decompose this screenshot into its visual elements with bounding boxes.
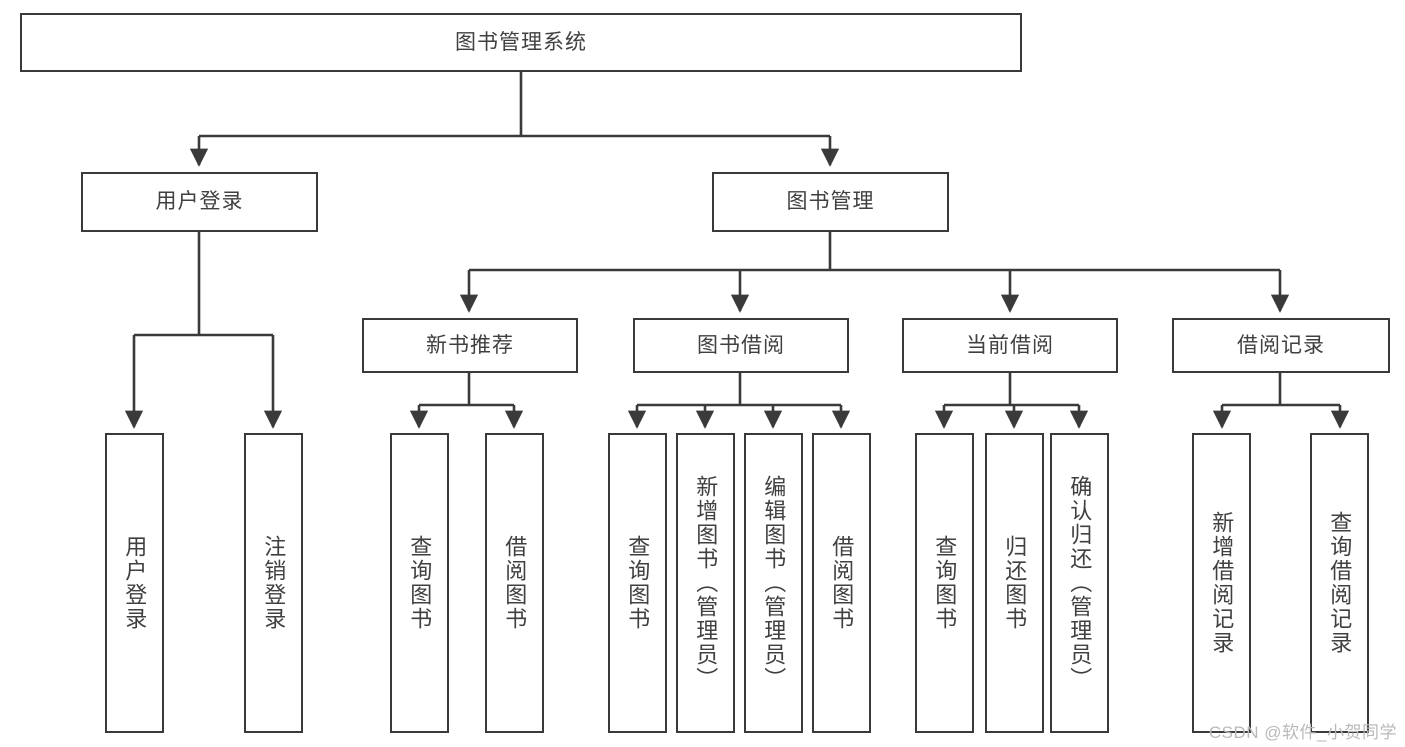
node-label: 图书管理系统 [455,30,587,54]
node-label: 用户登录 [122,535,148,631]
node-label: 编辑图书（管理员） [761,475,787,691]
node-new-book-recommend[interactable]: 新书推荐 [362,318,578,373]
node-label: 用户登录 [155,190,244,214]
node-leaf-confirm-return[interactable]: 确认归还（管理员） [1050,433,1109,733]
node-label: 新增借阅记录 [1209,511,1235,655]
node-book-borrow[interactable]: 图书借阅 [633,318,849,373]
node-leaf-borrow-book-2[interactable]: 借阅图书 [812,433,871,733]
node-label: 查询图书 [932,535,958,631]
node-leaf-query-book-1[interactable]: 查询图书 [390,433,449,733]
node-leaf-add-book[interactable]: 新增图书（管理员） [676,433,735,733]
node-leaf-user-logout[interactable]: 注销登录 [244,433,303,733]
node-leaf-query-record[interactable]: 查询借阅记录 [1310,433,1369,733]
node-label: 新书推荐 [426,333,514,357]
node-user-login[interactable]: 用户登录 [81,172,318,232]
node-label: 借阅图书 [502,535,528,631]
node-leaf-add-record[interactable]: 新增借阅记录 [1192,433,1251,733]
node-label: 查询借阅记录 [1327,511,1353,655]
node-leaf-query-book-3[interactable]: 查询图书 [915,433,974,733]
node-label: 借阅图书 [829,535,855,631]
node-label: 查询图书 [625,535,651,631]
node-label: 归还图书 [1002,535,1028,631]
node-borrow-record[interactable]: 借阅记录 [1172,318,1390,373]
node-leaf-query-book-2[interactable]: 查询图书 [608,433,667,733]
node-label: 注销登录 [261,535,287,631]
node-label: 查询图书 [407,535,433,631]
node-leaf-return-book[interactable]: 归还图书 [985,433,1044,733]
node-root-system[interactable]: 图书管理系统 [20,13,1022,72]
node-label: 图书管理 [786,190,875,214]
node-label: 确认归还（管理员） [1067,475,1093,691]
node-label: 图书借阅 [697,333,785,357]
node-label: 借阅记录 [1237,333,1325,357]
node-label: 当前借阅 [966,333,1054,357]
csdn-watermark: CSDN @软件_小贺同学 [1208,723,1397,742]
node-leaf-edit-book[interactable]: 编辑图书（管理员） [744,433,803,733]
node-leaf-borrow-book-1[interactable]: 借阅图书 [485,433,544,733]
node-book-manage[interactable]: 图书管理 [712,172,949,232]
node-current-borrow[interactable]: 当前借阅 [902,318,1118,373]
node-leaf-user-login[interactable]: 用户登录 [105,433,164,733]
node-label: 新增图书（管理员） [693,475,719,691]
